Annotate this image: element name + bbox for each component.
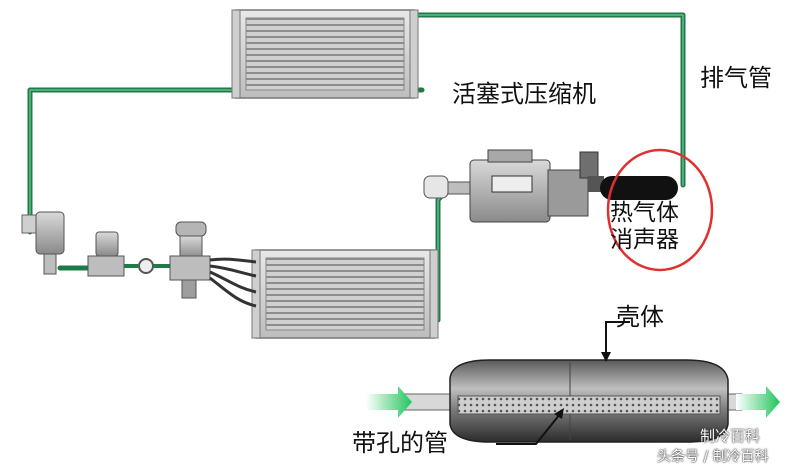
piston-compressor (423, 149, 604, 223)
muffler-cutaway (366, 359, 780, 443)
shell-leader (601, 321, 630, 362)
evaporator-coil (251, 249, 439, 339)
compressor-label: 活塞式压缩机 (452, 80, 596, 108)
condenser-coil (231, 9, 419, 99)
muffler-label-line2: 消声器 (610, 227, 679, 254)
perforated-pipe-label: 带孔的管 (352, 429, 448, 457)
exhaust-pipe-label: 排气管 (700, 64, 772, 92)
pipe-leader (496, 408, 564, 445)
hot-gas-muffler (600, 176, 678, 200)
watermark-line1: 制冷百科 (700, 427, 761, 445)
highlight-circle (606, 148, 714, 272)
solenoid-valve (87, 231, 170, 277)
shell-label: 壳体 (616, 303, 664, 331)
receiver-tank (21, 211, 65, 275)
muffler-label-line1: 热气体 (610, 200, 679, 226)
muffler-label: 热气体 消声器 (610, 200, 679, 254)
watermark-line2: 头条号 / 制冷百科 (657, 449, 769, 465)
expansion-valve (169, 221, 257, 308)
